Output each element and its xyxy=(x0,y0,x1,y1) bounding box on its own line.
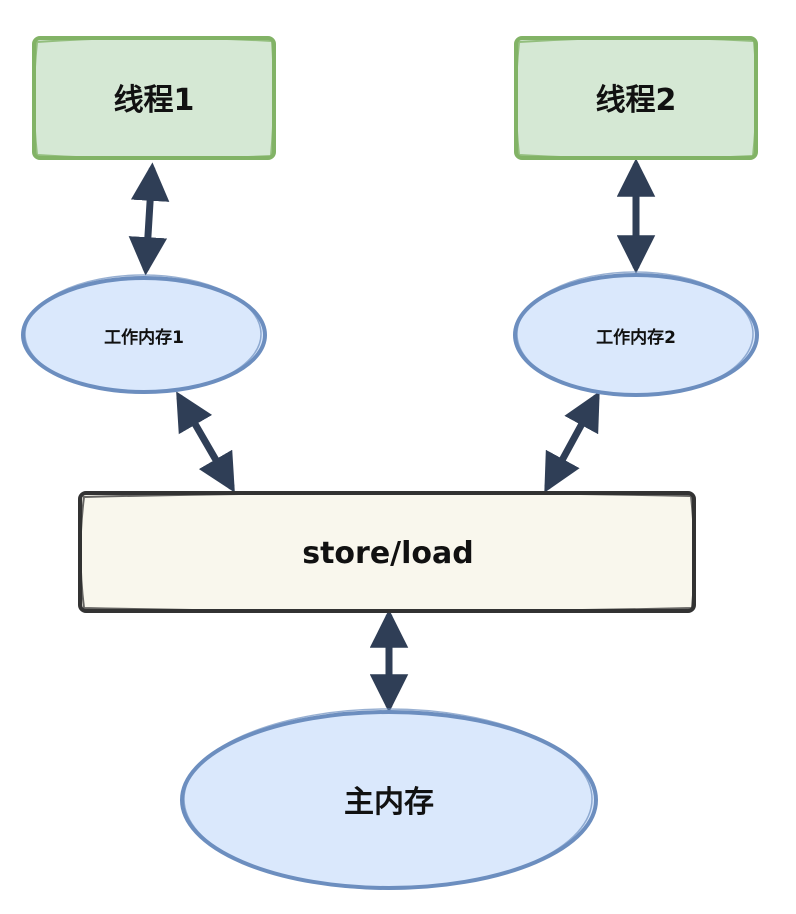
working-memory2-sketch-stroke xyxy=(516,271,754,397)
thread1-sketch-stroke xyxy=(33,36,275,160)
main-memory-ellipse xyxy=(180,710,598,890)
working-memory2-node: 工作内存2 xyxy=(513,271,759,397)
store-load-label: store/load xyxy=(302,536,474,571)
store-load-node: store/load xyxy=(78,491,696,613)
edges xyxy=(128,158,656,713)
working-memory2-ellipse xyxy=(513,273,759,397)
main-memory-node: 主内存 xyxy=(180,708,598,890)
thread2-node: 线程2 xyxy=(514,36,758,160)
main-memory-sketch-stroke xyxy=(183,708,593,890)
working-memory1-node: 工作内存1 xyxy=(21,274,267,394)
store-load-sketch-stroke xyxy=(79,491,696,613)
main-memory-label: 主内存 xyxy=(344,785,434,820)
edge-working-memory2-store-load xyxy=(544,391,600,493)
working-memory1-ellipse xyxy=(21,276,267,394)
thread1-node: 线程1 xyxy=(32,36,276,160)
thread1-label: 线程1 xyxy=(114,83,195,118)
edge-working-memory1-store-load xyxy=(176,391,235,493)
thread2-sketch-stroke xyxy=(515,36,758,160)
working-memory1-sketch-stroke xyxy=(24,274,262,394)
thread2-label: 线程2 xyxy=(596,83,677,118)
working-memory1-label: 工作内存1 xyxy=(104,327,184,348)
edge-thread1-working-memory1 xyxy=(128,162,170,276)
working-memory2-label: 工作内存2 xyxy=(596,327,676,348)
